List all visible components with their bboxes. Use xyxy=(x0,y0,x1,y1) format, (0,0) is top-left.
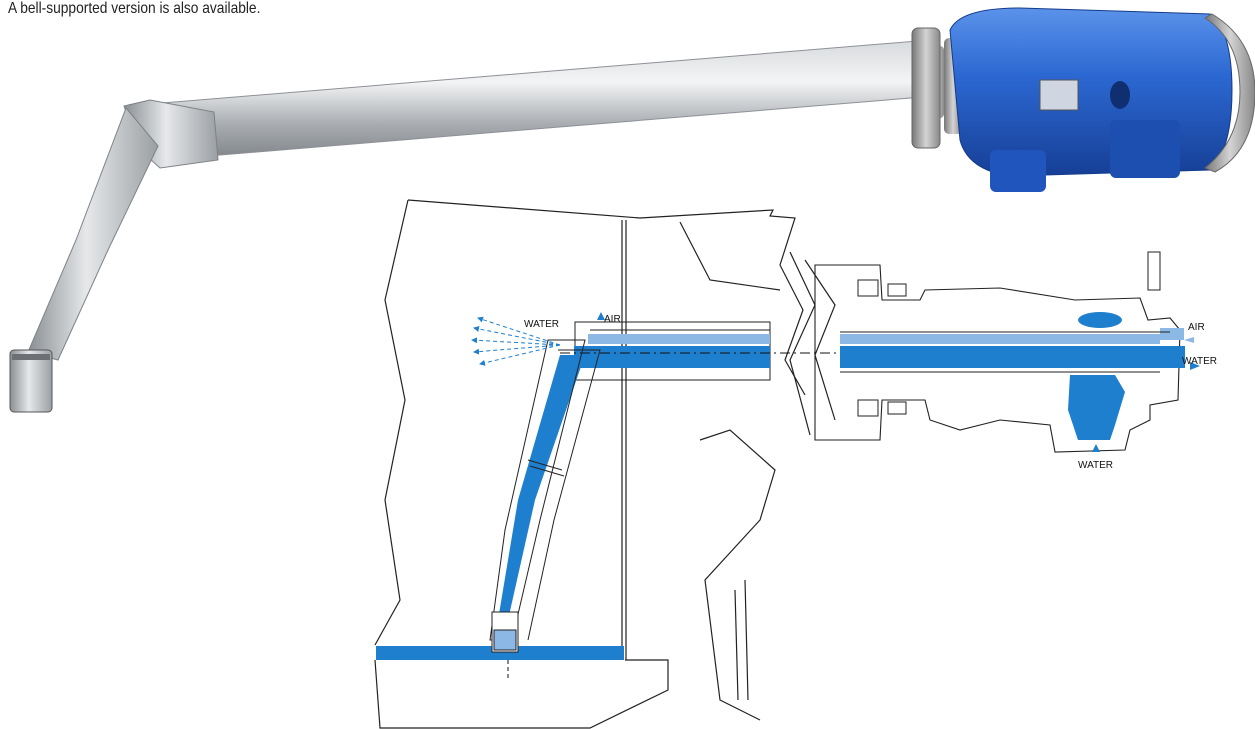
water-channel xyxy=(574,346,770,368)
water-feed xyxy=(840,346,1185,368)
angled-channel xyxy=(498,355,585,620)
water-out-arrow-icon xyxy=(1190,362,1200,370)
lance-tube xyxy=(149,39,936,161)
label-air-right: AIR xyxy=(1188,322,1205,333)
lance-leg xyxy=(27,107,159,361)
rotary-unit-section xyxy=(814,251,1200,453)
water-in-arrow-icon xyxy=(1092,444,1100,452)
furnace-wall-outline xyxy=(374,199,836,729)
label-water-right: WATER xyxy=(1182,356,1217,367)
label-air-left: AIR xyxy=(604,314,621,325)
lance-cross-section xyxy=(471,312,850,680)
label-water-left: WATER xyxy=(524,319,559,330)
air-in-arrow-icon xyxy=(1184,337,1194,343)
lance-photo xyxy=(9,27,962,413)
air-feed xyxy=(840,334,1160,344)
base-water-channel xyxy=(376,646,624,660)
rotary-housing xyxy=(949,7,1255,192)
nozzle-tip xyxy=(9,349,53,413)
air-arrow-icon xyxy=(597,312,605,320)
air-channel xyxy=(588,334,770,344)
label-water-bottom: WATER xyxy=(1078,460,1113,471)
caption-text: A bell-supported version is also availab… xyxy=(8,0,261,17)
water-spray xyxy=(471,316,561,366)
